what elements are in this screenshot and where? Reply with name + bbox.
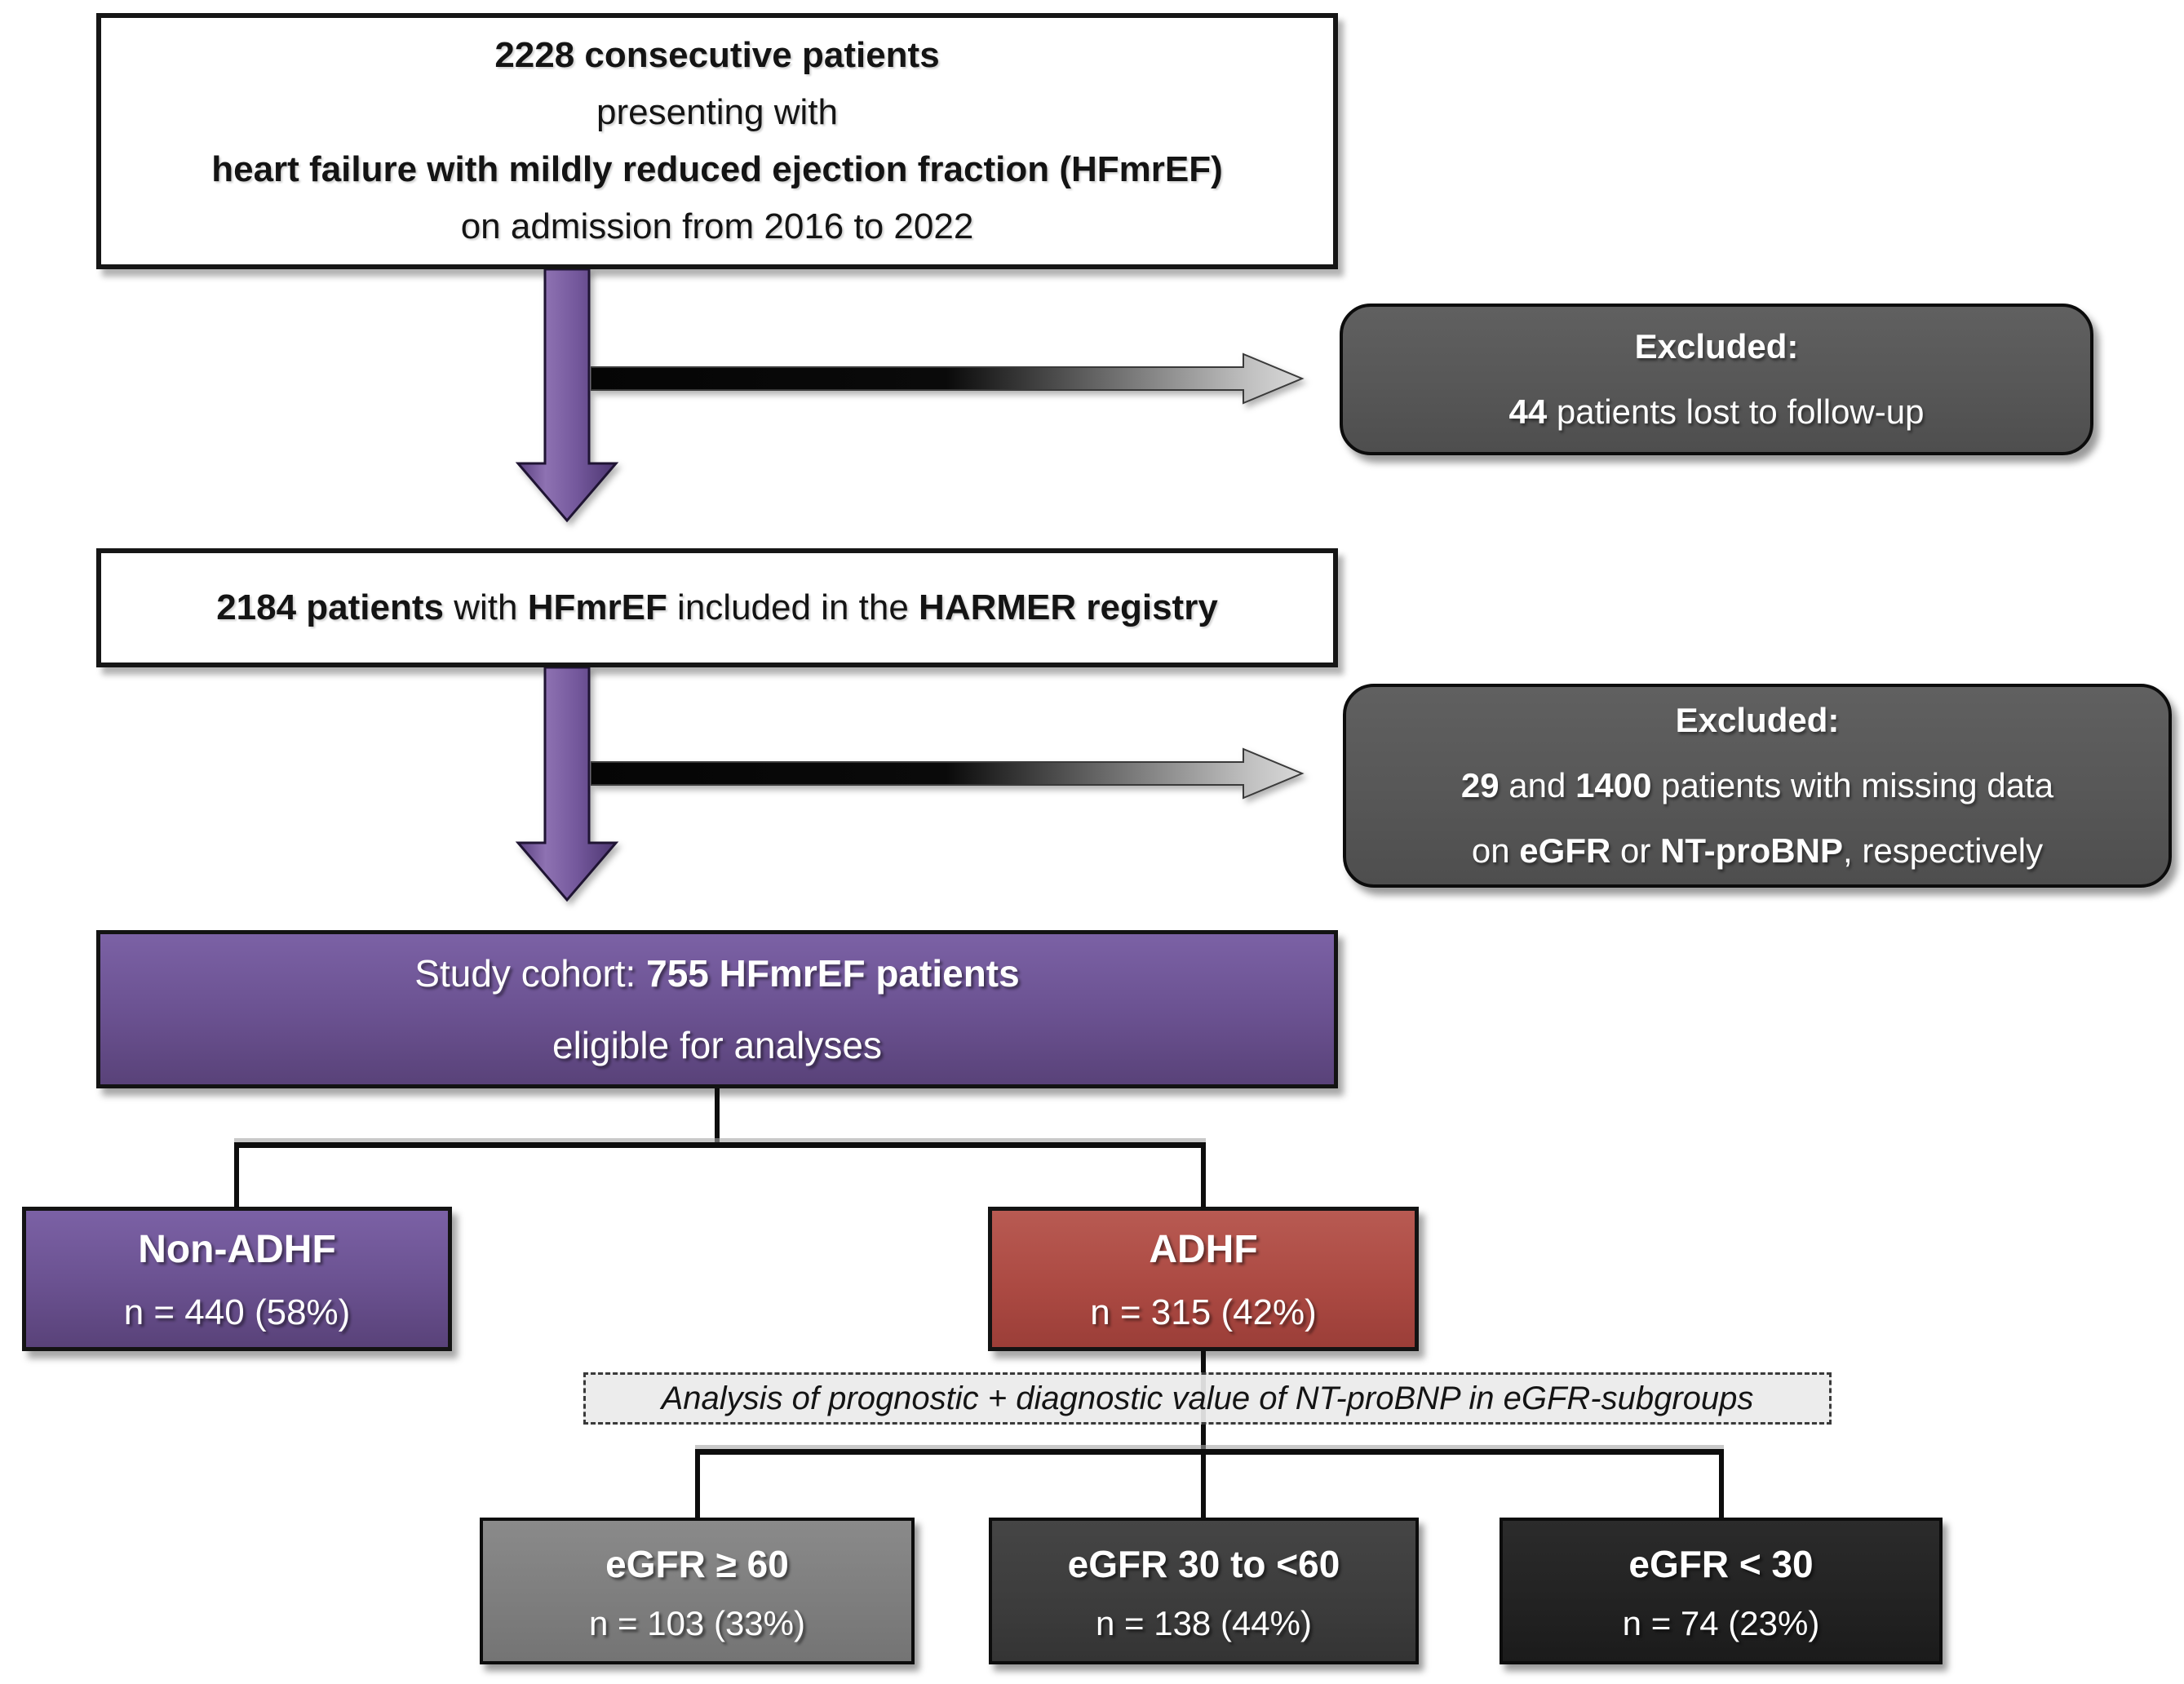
box-enrollment: 2228 consecutive patients presenting wit…: [96, 13, 1338, 269]
egfr-mid-count: n = 138 (44%): [1095, 1604, 1312, 1642]
box-study-cohort: Study cohort: 755 HFmrEF patients eligib…: [96, 930, 1338, 1088]
box-egfr-mid: eGFR 30 to <60 n = 138 (44%): [989, 1518, 1419, 1664]
box-registry: 2184 patients with HFmrEF included in th…: [96, 548, 1338, 667]
enrollment-line-3: heart failure with mildly reduced ejecti…: [211, 149, 1223, 189]
connector-right: [1201, 1142, 1206, 1208]
cohort-line-2: eligible for analyses: [552, 1024, 882, 1066]
adhf-title: ADHF: [1149, 1227, 1258, 1271]
excluded2-line-2: 29 and 1400 patients with missing data: [1460, 766, 2054, 804]
cohort-line-1: Study cohort: 755 HFmrEF patients: [414, 952, 1020, 995]
box-excluded-missing-data: Excluded: 29 and 1400 patients with miss…: [1343, 684, 2172, 888]
connector-adhf-stem: [1201, 1351, 1206, 1519]
box-non-adhf: Non-ADHF n = 440 (58%): [22, 1207, 452, 1351]
right-arrow-icon: [591, 352, 1305, 405]
down-arrow-icon: [515, 667, 619, 902]
egfr-low-count: n = 74 (23%): [1622, 1604, 1820, 1642]
analysis-label-text: Analysis of prognostic + diagnostic valu…: [661, 1380, 1754, 1416]
excluded1-line-2: 44 patients lost to follow-up: [1508, 392, 1925, 431]
box-egfr-high: eGFR ≥ 60 n = 103 (33%): [480, 1518, 915, 1664]
connector-branch-2: [695, 1449, 1724, 1455]
connector-egfr-left: [695, 1449, 700, 1519]
connector-egfr-right: [1719, 1449, 1724, 1519]
egfr-mid-title: eGFR 30 to <60: [1067, 1543, 1340, 1585]
excluded2-line-3: on eGFR or NT-proBNP, respectively: [1471, 831, 2044, 870]
analysis-label: Analysis of prognostic + diagnostic valu…: [583, 1372, 1832, 1425]
adhf-count: n = 315 (42%): [1090, 1292, 1317, 1332]
egfr-high-title: eGFR ≥ 60: [605, 1543, 789, 1585]
enrollment-line-1: 2228 consecutive patients: [494, 35, 940, 75]
non-adhf-count: n = 440 (58%): [123, 1292, 351, 1332]
egfr-high-count: n = 103 (33%): [588, 1604, 805, 1642]
excluded2-line-1: Excluded:: [1675, 701, 1840, 739]
egfr-low-title: eGFR < 30: [1628, 1543, 1814, 1585]
box-excluded-followup: Excluded: 44 patients lost to follow-up: [1340, 304, 2093, 455]
non-adhf-title: Non-ADHF: [138, 1227, 336, 1271]
enrollment-line-2: presenting with: [596, 92, 838, 132]
connector-stem: [715, 1088, 720, 1147]
excluded1-line-1: Excluded:: [1634, 327, 1799, 366]
registry-line: 2184 patients with HFmrEF included in th…: [216, 587, 1218, 627]
connector-left: [234, 1142, 239, 1208]
box-adhf: ADHF n = 315 (42%): [988, 1207, 1419, 1351]
right-arrow-icon: [591, 747, 1305, 800]
down-arrow-icon: [515, 269, 619, 523]
box-egfr-low: eGFR < 30 n = 74 (23%): [1500, 1518, 1943, 1664]
enrollment-line-4: on admission from 2016 to 2022: [460, 206, 974, 246]
connector-branch-1: [234, 1142, 1206, 1148]
